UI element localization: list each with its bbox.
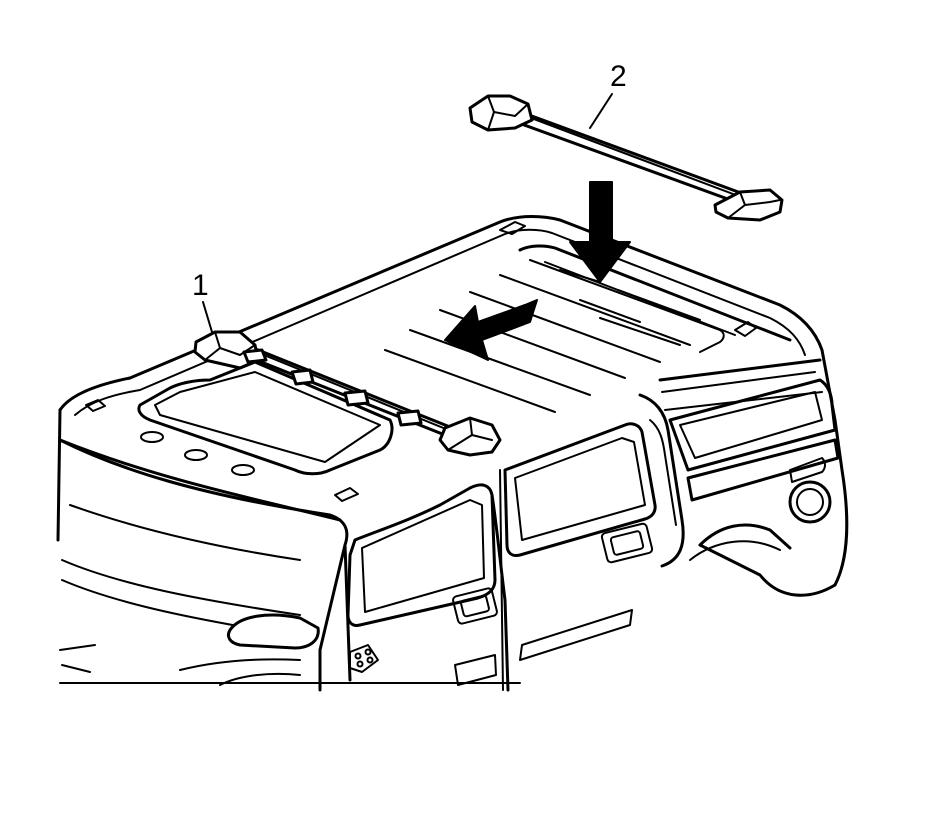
arrow-down-icon [569,181,631,283]
vehicle-body [56,215,849,692]
crossbar-new [468,94,784,222]
arrow-left-icon [444,299,538,361]
callout-2: 2 [589,60,627,129]
crossbar-installed [193,330,502,457]
callout-label-1: 1 [192,269,209,302]
callout-1: 1 [192,269,213,333]
callout-label-2: 2 [610,60,627,93]
